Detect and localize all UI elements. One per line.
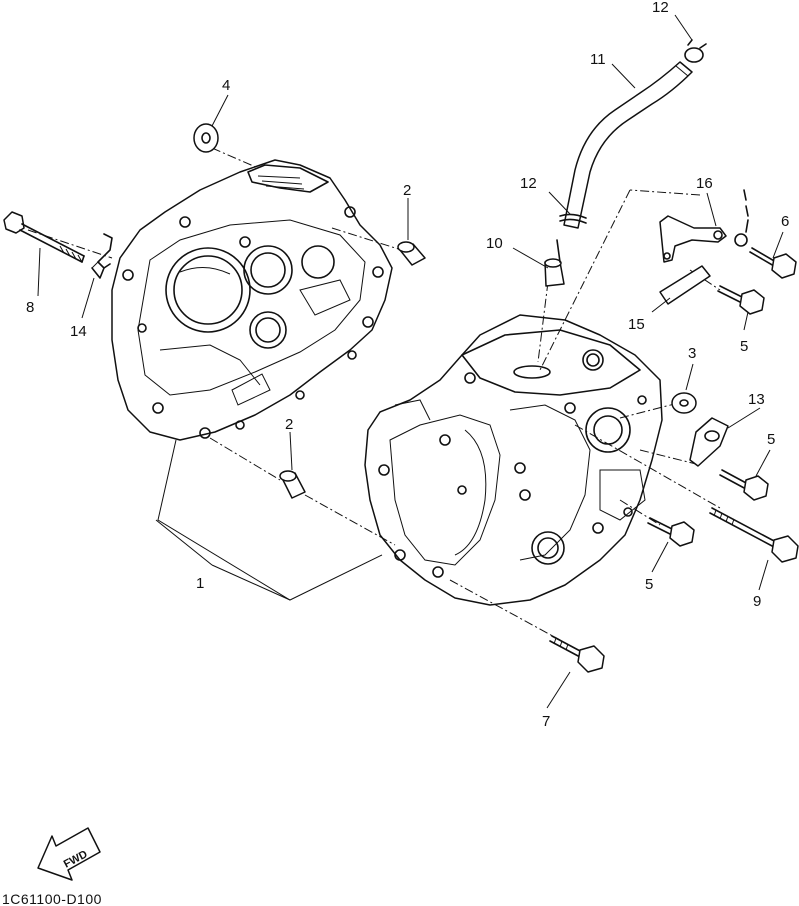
callout-11: 11 [590,51,606,68]
ground-wire-lead [734,189,749,247]
callout-7: 7 [542,713,550,730]
clip-14 [91,233,113,279]
callout-2-upper: 2 [403,182,411,199]
bolt-5-upper [717,285,765,315]
bracket-16 [659,215,727,263]
fwd-arrow: FWD [37,827,101,881]
callout-5-upper: 5 [740,338,748,355]
dowel-pin-lower [279,470,306,499]
callout-1: 1 [196,575,204,592]
fitting-10 [544,239,565,287]
dowel-pin-upper [397,241,426,266]
callout-10: 10 [486,235,503,252]
bolt-6 [749,247,797,279]
bolt-9 [709,507,799,563]
washer-3 [671,392,697,414]
bolt-5-middle [719,469,769,501]
callout-6: 6 [781,213,789,230]
callout-15: 15 [628,316,645,333]
bolt-7 [549,635,605,673]
clamp-12-lower [559,213,587,224]
washer-4 [193,123,219,153]
left-crankcase-half [111,159,393,441]
callout-13: 13 [748,391,765,408]
right-crankcase-half [364,314,663,606]
bolt-5-lower [647,517,695,547]
hose-11 [563,61,693,229]
drawing-code: 1C61100-D100 [2,891,102,906]
bolt-8 [3,211,85,263]
callout-3: 3 [688,345,696,362]
callout-12-lower: 12 [520,175,537,192]
callout-12-upper: 12 [652,0,669,16]
callout-5-right: 5 [767,431,775,448]
callout-2-lower: 2 [285,416,293,433]
callout-labels: 1 2 2 3 4 5 5 5 5 6 7 8 9 10 11 12 12 13… [26,0,789,730]
plate-15 [659,265,711,305]
plate-13 [689,417,729,467]
callout-5-lower: 5 [645,576,653,593]
alignment-lines [27,147,721,641]
callout-4: 4 [222,77,230,94]
callout-16: 16 [696,175,713,192]
callout-14: 14 [70,323,87,340]
callout-9: 9 [753,593,761,610]
clamp-12-upper [684,39,707,63]
leader-lines [37,14,784,709]
callout-8: 8 [26,299,34,316]
